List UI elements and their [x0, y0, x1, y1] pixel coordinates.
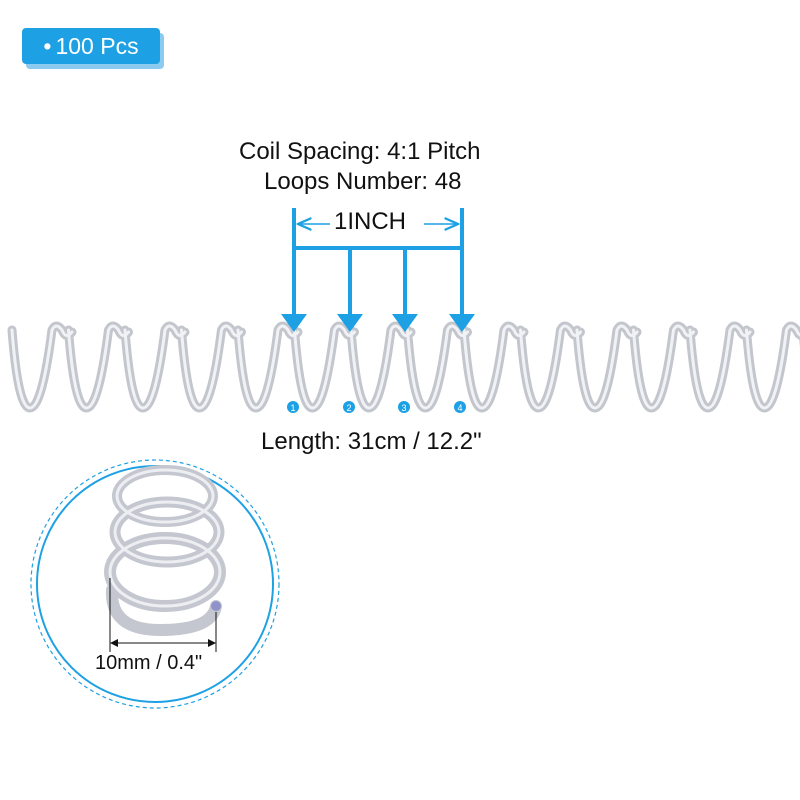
coil-spacing-label: Coil Spacing: 4:1 Pitch — [239, 138, 481, 165]
loop-markers: 1 2 3 4 — [287, 401, 466, 413]
plastic-spiral-coil — [7, 321, 800, 413]
coil-outline — [7, 321, 800, 413]
pitch-unit-label: 1INCH — [334, 208, 407, 235]
diameter-label: 10mm / 0.4" — [95, 652, 203, 674]
marker-4: 4 — [457, 403, 462, 413]
marker-1: 1 — [290, 403, 295, 413]
loops-number-label: Loops Number: 48 — [264, 168, 462, 195]
length-label: Length: 31cm / 12.2" — [261, 428, 482, 455]
coil-highlight — [10, 324, 800, 410]
bullet-icon: • — [43, 33, 52, 59]
pitch-arrows — [281, 208, 475, 332]
marker-2: 2 — [346, 403, 351, 413]
marker-3: 3 — [401, 403, 406, 413]
quantity-label: 100 Pcs — [55, 33, 139, 59]
quantity-badge: •100 Pcs — [22, 28, 160, 64]
diameter-inset — [30, 459, 280, 709]
